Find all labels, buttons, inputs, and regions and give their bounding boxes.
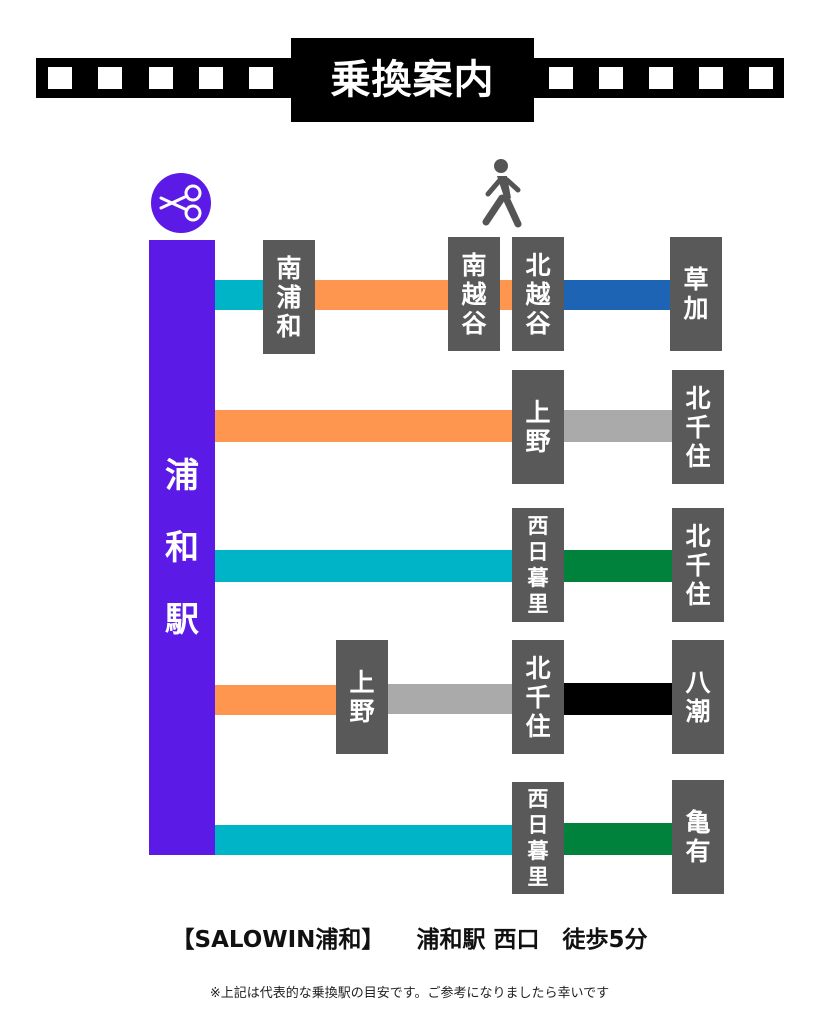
station-box: 北 千 住 [672, 508, 724, 622]
station-char: 有 [685, 837, 711, 866]
line-segment [215, 550, 515, 582]
main-station-bar [149, 240, 215, 855]
station-char: 草 [683, 265, 709, 294]
stripe-square [749, 67, 773, 89]
station-box: 上 野 [336, 640, 388, 754]
station-char: 南 [276, 253, 302, 283]
line-segment [562, 683, 674, 715]
main-station-label: 浦 和 駅 [149, 440, 215, 656]
station-char: 和 [276, 311, 302, 341]
station-char: 谷 [525, 308, 551, 338]
stripe-square [149, 67, 173, 89]
station-box: 南 越 谷 [448, 237, 500, 351]
station-char: 住 [685, 441, 711, 471]
station-char: 暮 [527, 566, 549, 590]
stripe-square [549, 67, 573, 89]
station-box: 上 野 [512, 370, 564, 484]
station-char: 暮 [527, 839, 549, 863]
line-segment [386, 684, 516, 714]
station-char: 亀 [685, 808, 711, 837]
line-segment [498, 280, 514, 310]
station-char: 里 [527, 865, 549, 889]
station-char: 西 [527, 514, 549, 538]
line-segment [215, 410, 515, 442]
station-box: 八 潮 [672, 640, 724, 754]
station-char: 西 [527, 787, 549, 811]
station-box: 北 千 住 [672, 370, 724, 484]
stripe-square [699, 67, 723, 89]
station-char: 野 [349, 697, 375, 726]
station-char: 住 [525, 711, 551, 741]
line-segment [215, 825, 515, 855]
line-segment [314, 280, 450, 310]
line-segment [562, 550, 674, 582]
station-box: 西 日 暮 里 [512, 508, 564, 622]
station-char: 日 [527, 813, 549, 837]
stripe-square [98, 67, 122, 89]
page-title: 乗換案内 [330, 57, 495, 103]
station-char: 上 [349, 668, 375, 697]
station-char: 千 [685, 412, 711, 442]
footer-info: 【SALOWIN浦和】 浦和駅 西口 徒歩5分 [171, 927, 648, 953]
station-char: 八 [685, 668, 711, 697]
station-char: 谷 [461, 308, 487, 338]
station-box: 西 日 暮 里 [512, 782, 564, 894]
footer-note: ※上記は代表的な乗換駅の目安です。ご参考になりましたら幸いです [209, 986, 610, 1001]
stripe-square [199, 67, 223, 89]
line-segment [562, 823, 674, 855]
station-char: 北 [525, 653, 551, 683]
station-char: 住 [685, 579, 711, 609]
stripe-square [48, 67, 72, 89]
station-char: 日 [527, 540, 549, 564]
station-char: 野 [525, 427, 551, 456]
stripe-square [249, 67, 273, 89]
main-station-char: 駅 [165, 600, 199, 640]
walking-person-icon [478, 158, 524, 230]
station-char: 越 [461, 279, 487, 309]
station-char: 里 [527, 592, 549, 616]
station-char: 浦 [276, 282, 302, 312]
station-char: 越 [525, 279, 551, 309]
station-char: 北 [685, 521, 711, 551]
station-char: 南 [461, 250, 487, 280]
line-segment [215, 685, 337, 715]
main-station-char: 浦 [165, 456, 199, 496]
line-segment [562, 280, 672, 310]
station-char: 潮 [685, 697, 711, 726]
header-title-box [291, 38, 534, 122]
station-char: 加 [683, 294, 709, 323]
station-char: 千 [525, 682, 551, 712]
line-segment [215, 280, 265, 310]
station-char: 千 [685, 550, 711, 580]
station-char: 北 [685, 383, 711, 413]
station-box: 草 加 [670, 237, 722, 351]
stripe-square [649, 67, 673, 89]
station-char: 上 [525, 398, 551, 427]
station-char: 北 [525, 250, 551, 280]
station-box: 南 浦 和 [263, 240, 315, 354]
main-station-char: 和 [165, 528, 199, 568]
station-box: 北 越 谷 [512, 237, 564, 351]
station-box: 亀 有 [672, 780, 724, 894]
station-box: 北 千 住 [512, 640, 564, 754]
line-segment [562, 410, 674, 442]
scissors-icon [151, 173, 211, 233]
stripe-square [599, 67, 623, 89]
